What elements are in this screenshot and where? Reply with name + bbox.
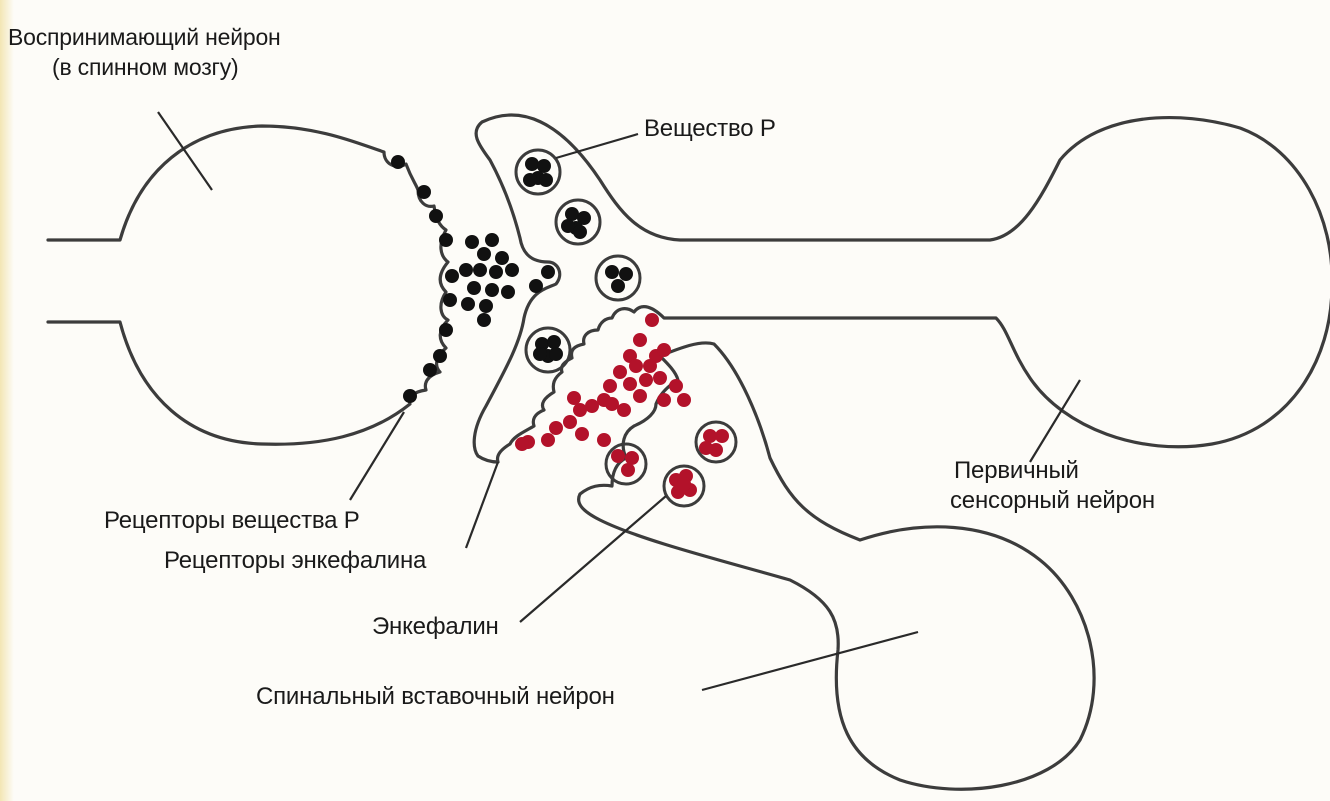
molecule-dot <box>501 285 515 299</box>
molecule-dot <box>563 415 577 429</box>
molecule-dot <box>485 283 499 297</box>
vesicle <box>596 256 640 300</box>
label-substance-p: Вещество Р <box>644 114 776 144</box>
molecule-dot <box>549 421 563 435</box>
molecule-dot <box>703 429 717 443</box>
molecule-dot <box>605 397 619 411</box>
label-substance-p-receptors: Рецепторы вещества Р <box>104 506 360 536</box>
label-primary-sensory-neuron: Первичный сенсорный нейрон <box>950 456 1155 516</box>
molecule-dot <box>597 433 611 447</box>
molecule-dot <box>417 185 431 199</box>
molecule-dot <box>477 313 491 327</box>
molecule-dot <box>461 297 475 311</box>
molecule-dot <box>465 235 479 249</box>
molecule-dot <box>573 403 587 417</box>
molecule-dot <box>537 159 551 173</box>
molecule-dot <box>473 263 487 277</box>
receiving-neuron-body <box>48 126 448 444</box>
molecule-dot <box>657 393 671 407</box>
molecule-dot <box>433 349 447 363</box>
leader-receiving-neuron <box>158 112 212 190</box>
molecule-dot <box>533 347 547 361</box>
primary-sensory-neuron-body <box>474 115 1330 462</box>
molecule-dot <box>657 343 671 357</box>
molecule-dot <box>459 263 473 277</box>
molecule-dot <box>495 251 509 265</box>
molecule-dot <box>585 399 599 413</box>
molecule-dot <box>479 299 493 313</box>
molecule-dot <box>575 427 589 441</box>
molecule-dot <box>561 219 575 233</box>
molecule-dot <box>423 363 437 377</box>
molecule-dot <box>529 279 543 293</box>
molecule-dot <box>617 403 631 417</box>
molecule-dot <box>443 293 457 307</box>
molecule-dot <box>445 269 459 283</box>
leader-lines <box>158 112 1080 690</box>
molecule-dot <box>643 359 657 373</box>
molecule-dot <box>715 429 729 443</box>
molecule-dot <box>515 437 529 451</box>
molecule-dot <box>653 371 667 385</box>
molecule-dot <box>477 247 491 261</box>
molecule-dot <box>633 389 647 403</box>
molecule-dot <box>611 449 625 463</box>
molecule-dot <box>603 379 617 393</box>
label-primary-sensory-line1: Первичный <box>950 456 1155 486</box>
molecule-dot <box>613 365 627 379</box>
label-primary-sensory-line2: сенсорный нейрон <box>950 486 1155 516</box>
molecule-dot <box>619 267 633 281</box>
label-enkephalin: Энкефалин <box>372 612 499 642</box>
molecule-dot <box>633 333 647 347</box>
molecule-dot <box>467 281 481 295</box>
molecule-dot <box>573 225 587 239</box>
label-receiving-neuron: Воспринимающий нейрон (в спинном мозгу) <box>8 22 281 82</box>
molecule-dot <box>485 233 499 247</box>
molecule-dot <box>621 463 635 477</box>
molecule-dot <box>677 477 691 491</box>
molecule-dot <box>677 393 691 407</box>
molecule-dot <box>645 313 659 327</box>
label-receiving-neuron-line2: (в спинном мозгу) <box>8 52 281 82</box>
spinal-interneuron-body <box>579 343 1094 789</box>
molecule-dot <box>391 155 405 169</box>
molecule-dot <box>523 173 537 187</box>
leader-primary-sensory <box>1030 380 1080 462</box>
molecule-dot <box>541 433 555 447</box>
molecule-dot <box>489 265 503 279</box>
molecule-dot <box>549 347 563 361</box>
leader-substance-p <box>556 134 638 158</box>
molecule-dot <box>547 335 561 349</box>
molecule-dot <box>539 173 553 187</box>
molecule-dot <box>669 379 683 393</box>
molecule-dot <box>439 323 453 337</box>
molecule-dot <box>605 265 619 279</box>
molecule-dot <box>525 157 539 171</box>
label-enkephalin-receptors: Рецепторы энкефалина <box>164 546 426 576</box>
leader-spinal-interneuron <box>702 632 918 690</box>
molecule-dot <box>629 359 643 373</box>
molecule-dot <box>505 263 519 277</box>
molecule-dot <box>567 391 581 405</box>
molecule-dot <box>565 207 579 221</box>
molecule-dot <box>403 389 417 403</box>
label-spinal-interneuron: Спинальный вставочный нейрон <box>256 682 615 712</box>
molecule-dot <box>429 209 443 223</box>
molecule-dot <box>623 377 637 391</box>
label-receiving-neuron-line1: Воспринимающий нейрон <box>8 22 281 52</box>
molecule-dot <box>541 265 555 279</box>
molecule-dot <box>625 451 639 465</box>
molecule-dot <box>699 441 713 455</box>
leader-enkephalin-receptors <box>466 462 498 548</box>
molecule-dot <box>611 279 625 293</box>
molecule-dot <box>439 233 453 247</box>
molecule-dot <box>639 373 653 387</box>
